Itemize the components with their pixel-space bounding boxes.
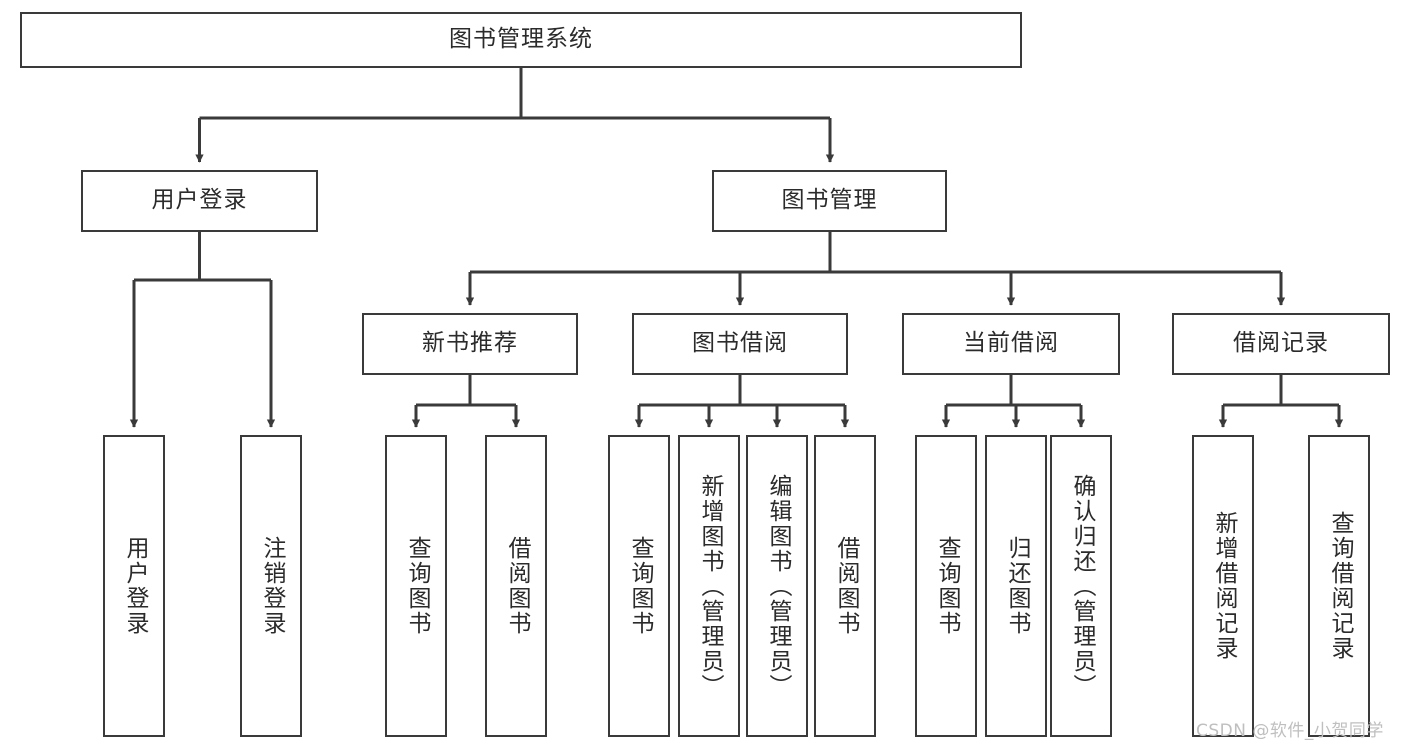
node-label: 归还图书	[1003, 536, 1030, 636]
node-leaf-edit-book-admin[interactable]: 编辑图书（管理员）	[746, 435, 808, 737]
node-leaf-return-book[interactable]: 归还图书	[985, 435, 1047, 737]
node-current-borrow[interactable]: 当前借阅	[902, 313, 1120, 375]
node-leaf-query-book-newbook[interactable]: 查询图书	[385, 435, 447, 737]
node-label: 新增借阅记录	[1210, 511, 1237, 661]
node-leaf-add-borrow-record[interactable]: 新增借阅记录	[1192, 435, 1254, 737]
node-label: 新书推荐	[422, 330, 518, 357]
csdn-watermark: CSDN @软件_小贺同学	[1196, 721, 1384, 741]
node-label: 确认归还（管理员）	[1068, 473, 1095, 699]
node-label: 查询图书	[626, 536, 653, 636]
node-leaf-query-book-borrow[interactable]: 查询图书	[608, 435, 670, 737]
node-label: 借阅图书	[832, 536, 859, 636]
node-label: 新增图书（管理员）	[696, 473, 723, 699]
node-new-book-recommend[interactable]: 新书推荐	[362, 313, 578, 375]
node-label: 查询借阅记录	[1326, 511, 1353, 661]
node-leaf-confirm-return-admin[interactable]: 确认归还（管理员）	[1050, 435, 1112, 737]
node-leaf-user-login[interactable]: 用户登录	[103, 435, 165, 737]
node-label: 查询图书	[933, 536, 960, 636]
node-user-login[interactable]: 用户登录	[81, 170, 318, 232]
node-label: 图书管理系统	[449, 26, 593, 53]
node-label: 图书管理	[781, 187, 878, 214]
node-book-borrow[interactable]: 图书借阅	[632, 313, 848, 375]
node-label: 用户登录	[151, 187, 248, 214]
node-book-management[interactable]: 图书管理	[712, 170, 947, 232]
node-label: 用户登录	[121, 536, 148, 636]
node-label: 借阅图书	[503, 536, 530, 636]
node-label: 编辑图书（管理员）	[764, 473, 791, 699]
node-root-system[interactable]: 图书管理系统	[20, 12, 1022, 68]
node-leaf-logout[interactable]: 注销登录	[240, 435, 302, 737]
node-label: 借阅记录	[1233, 330, 1329, 357]
node-borrow-records[interactable]: 借阅记录	[1172, 313, 1390, 375]
node-leaf-lend-book[interactable]: 借阅图书	[814, 435, 876, 737]
node-leaf-borrow-book-newbook[interactable]: 借阅图书	[485, 435, 547, 737]
node-label: 查询图书	[403, 536, 430, 636]
node-label: 当前借阅	[963, 330, 1059, 357]
node-label: 图书借阅	[692, 330, 788, 357]
node-leaf-query-book-current[interactable]: 查询图书	[915, 435, 977, 737]
node-leaf-query-borrow-record[interactable]: 查询借阅记录	[1308, 435, 1370, 737]
node-label: 注销登录	[258, 536, 285, 636]
node-leaf-add-book-admin[interactable]: 新增图书（管理员）	[678, 435, 740, 737]
